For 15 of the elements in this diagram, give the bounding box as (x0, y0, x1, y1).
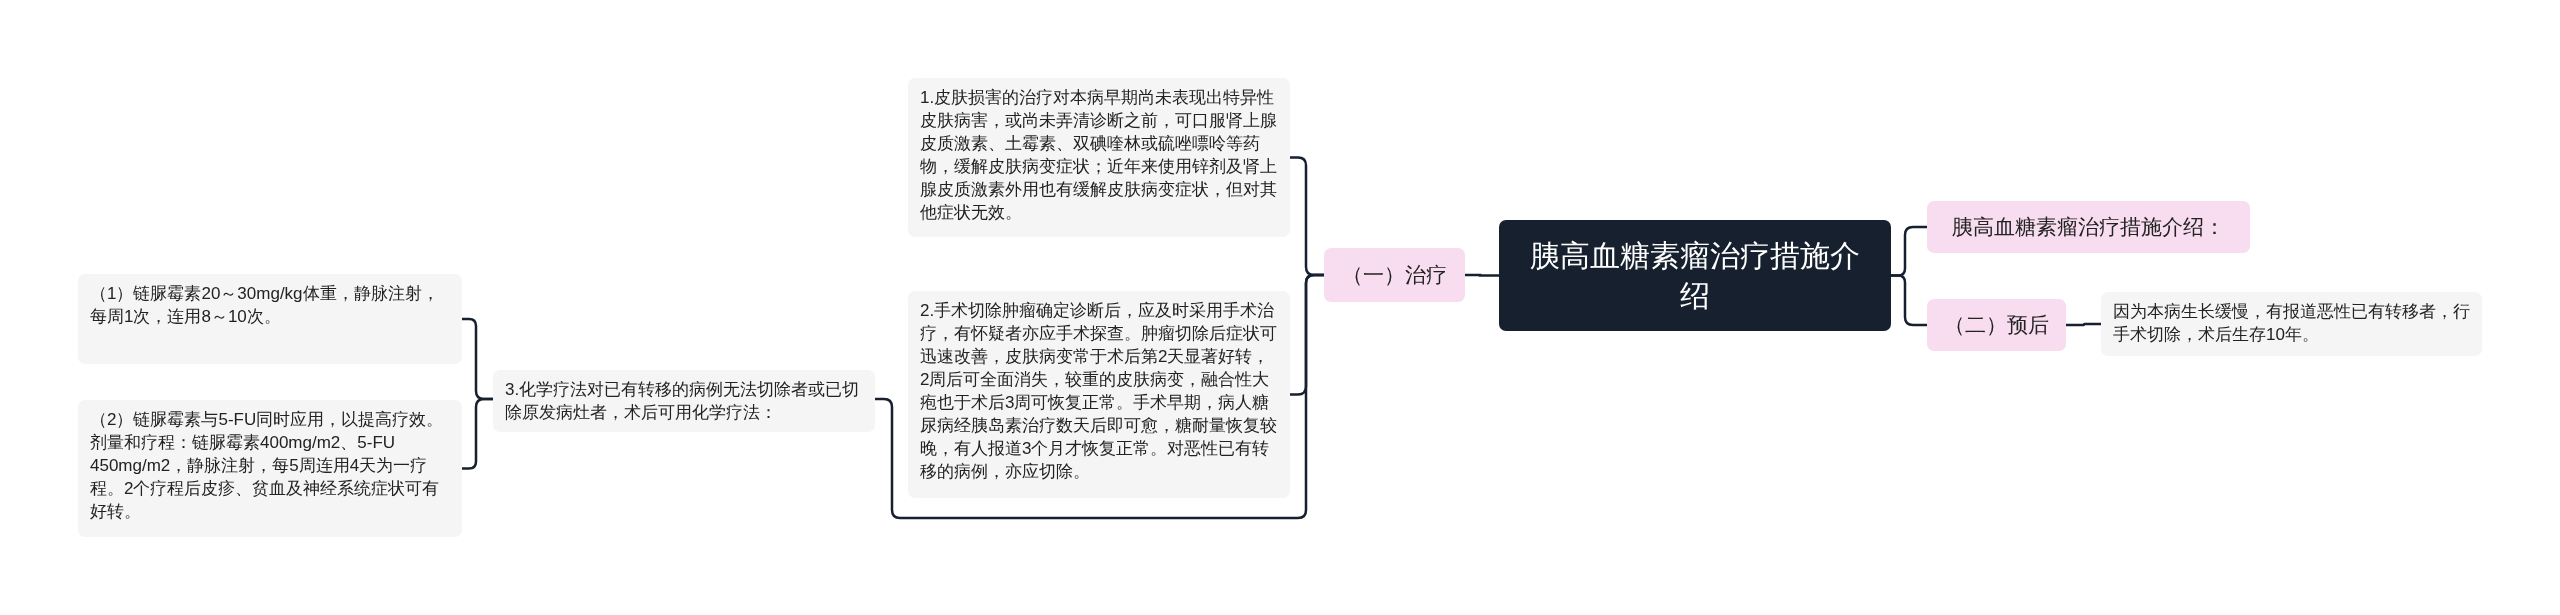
text-box: （1）链脲霉素20～30mg/kg体重，静脉注射，每周1次，连用8～10次。 (78, 274, 462, 364)
text-box: 1.皮肤损害的治疗对本病早期尚未表现出特异性皮肤病害，或尚未弄清诊断之前，可口服肾上腺皮质激素、土霉素、双碘喹林或硫唑嘌呤等药物，缓解皮肤病变症状；近年来使用锌剂及肾上腺皮质激素外用也有缓解皮肤病变症状，但对其他症状无效。 (908, 78, 1290, 237)
connector-line (2066, 322, 2101, 327)
text-box: 3.化学疗法对已有转移的病例无法切除者或已切除原发病灶者，术后可用化学疗法： (493, 370, 875, 432)
branch-box: 胰高血糖素瘤治疗措施介绍： (1927, 201, 2250, 253)
connector-line (1891, 274, 1927, 327)
branch-box: （一）治疗 (1324, 248, 1465, 302)
branch-box: （二）预后 (1927, 299, 2066, 351)
connector-line (875, 273, 1324, 520)
connector-line (462, 397, 493, 470)
topic-box: 胰高血糖素瘤治疗措施介绍 (1499, 220, 1891, 331)
text-box: 2.手术切除肿瘤确定诊断后，应及时采用手术治疗，有怀疑者亦应手术探查。肿瘤切除后症状可迅速改善，皮肤病变常于术后第2天显著好转，2周后可全面消失，较重的皮肤病变，融合性大疱也于术后3周可恢复正常。手术早期，病人糖尿病经胰岛素治疗数天后即可愈，糖耐量恢复较晚，有人报道3个月才恢复正常。对恶性已有转移的病例，亦应切除。 (908, 291, 1290, 498)
text-box: （2）链脲霉素与5-FU同时应用，以提高疗效。剂量和疗程：链脲霉素400mg/m2、5-FU 450mg/m2，静脉注射，每5周连用4天为一疗程。2个疗程后皮疹、贫血及神经系统症状可有好转。 (78, 400, 462, 537)
connector-line (1465, 273, 1499, 277)
text-box: 因为本病生长缓慢，有报道恶性已有转移者，行手术切除，术后生存10年。 (2101, 292, 2482, 356)
